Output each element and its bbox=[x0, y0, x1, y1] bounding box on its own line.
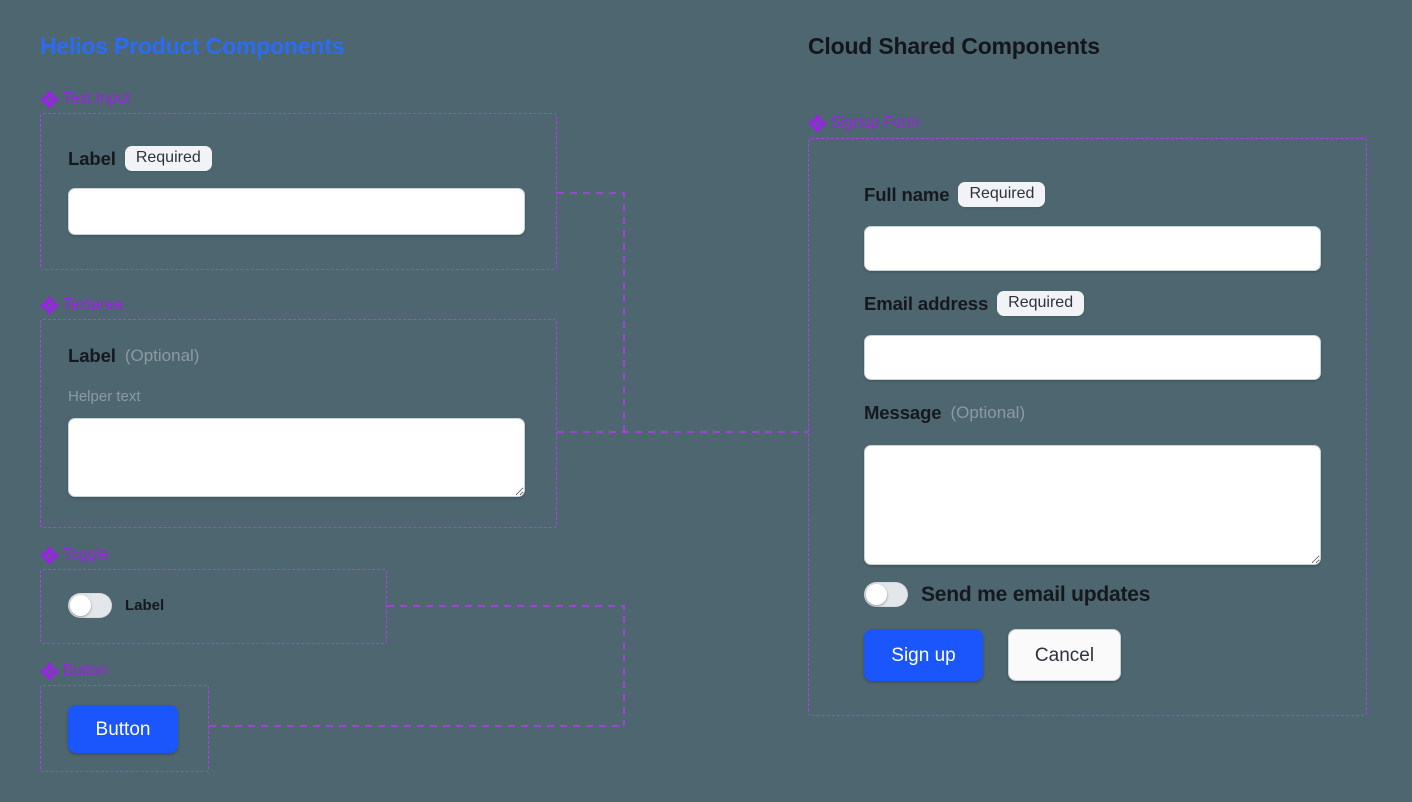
textarea-label-row: Label (Optional) bbox=[68, 345, 199, 367]
group-label-signup-form: Signup Form bbox=[808, 113, 920, 133]
textarea-optional-tag: (Optional) bbox=[124, 346, 200, 365]
message-optional-tag: (Optional) bbox=[950, 403, 1026, 422]
cancel-button[interactable]: Cancel bbox=[1008, 629, 1121, 681]
text-input-field[interactable] bbox=[68, 188, 525, 235]
textarea-label: Label bbox=[68, 345, 116, 366]
diamond-icon bbox=[40, 545, 59, 565]
sign-up-button[interactable]: Sign up bbox=[864, 629, 983, 681]
panel-button: Button bbox=[40, 685, 209, 772]
connector-toggle bbox=[387, 605, 625, 726]
panel-signup-form: Full name Required Email address Require… bbox=[808, 138, 1367, 716]
group-label-toggle: Toggle bbox=[40, 545, 109, 565]
email-updates-toggle-row[interactable]: Send me email updates bbox=[864, 582, 1150, 607]
group-label-text: Textarea bbox=[63, 296, 123, 313]
full-name-input[interactable] bbox=[864, 226, 1321, 271]
group-label-text: Toggle bbox=[63, 546, 109, 563]
connector-text-input bbox=[557, 192, 625, 432]
email-updates-label: Send me email updates bbox=[921, 582, 1151, 606]
email-label-row: Email address Required bbox=[864, 291, 1085, 317]
email-input[interactable] bbox=[864, 335, 1321, 380]
toggle-row[interactable]: Label bbox=[68, 593, 164, 618]
diamond-icon bbox=[40, 89, 59, 109]
email-label: Email address bbox=[864, 292, 989, 314]
diamond-icon bbox=[40, 295, 59, 315]
group-label-textarea: Textarea bbox=[40, 295, 123, 315]
right-column-title: Cloud Shared Components bbox=[808, 33, 1100, 59]
textarea-field[interactable] bbox=[68, 418, 525, 497]
text-input-required-badge: Required bbox=[124, 146, 212, 172]
text-input-label: Label bbox=[68, 147, 116, 169]
message-label-row: Message (Optional) bbox=[864, 402, 1025, 424]
textarea-helper-text: Helper text bbox=[68, 388, 141, 405]
left-column-title: Helios Product Components bbox=[40, 33, 345, 59]
diamond-icon bbox=[808, 113, 827, 133]
full-name-label: Full name bbox=[864, 183, 950, 205]
group-label-text: Button bbox=[63, 662, 108, 679]
message-textarea[interactable] bbox=[864, 445, 1321, 565]
diamond-icon bbox=[40, 661, 59, 681]
group-label-text: Signup Form bbox=[831, 114, 920, 131]
text-input-label-row: Label Required bbox=[68, 146, 212, 172]
full-name-label-row: Full name Required bbox=[864, 182, 1046, 208]
panel-toggle: Label bbox=[40, 569, 387, 644]
panel-textarea: Label (Optional) Helper text bbox=[40, 319, 557, 528]
toggle-switch[interactable] bbox=[68, 593, 112, 618]
full-name-required-badge: Required bbox=[958, 182, 1046, 208]
toggle-label: Label bbox=[125, 597, 165, 614]
email-required-badge: Required bbox=[997, 291, 1085, 317]
group-label-button: Button bbox=[40, 661, 108, 681]
message-label: Message bbox=[864, 402, 942, 423]
group-label-text: Text Input bbox=[63, 90, 131, 107]
group-label-text-input: Text Input bbox=[40, 89, 131, 109]
panel-text-input: Label Required bbox=[40, 113, 557, 270]
email-updates-switch[interactable] bbox=[864, 582, 908, 607]
demo-button[interactable]: Button bbox=[68, 705, 178, 753]
